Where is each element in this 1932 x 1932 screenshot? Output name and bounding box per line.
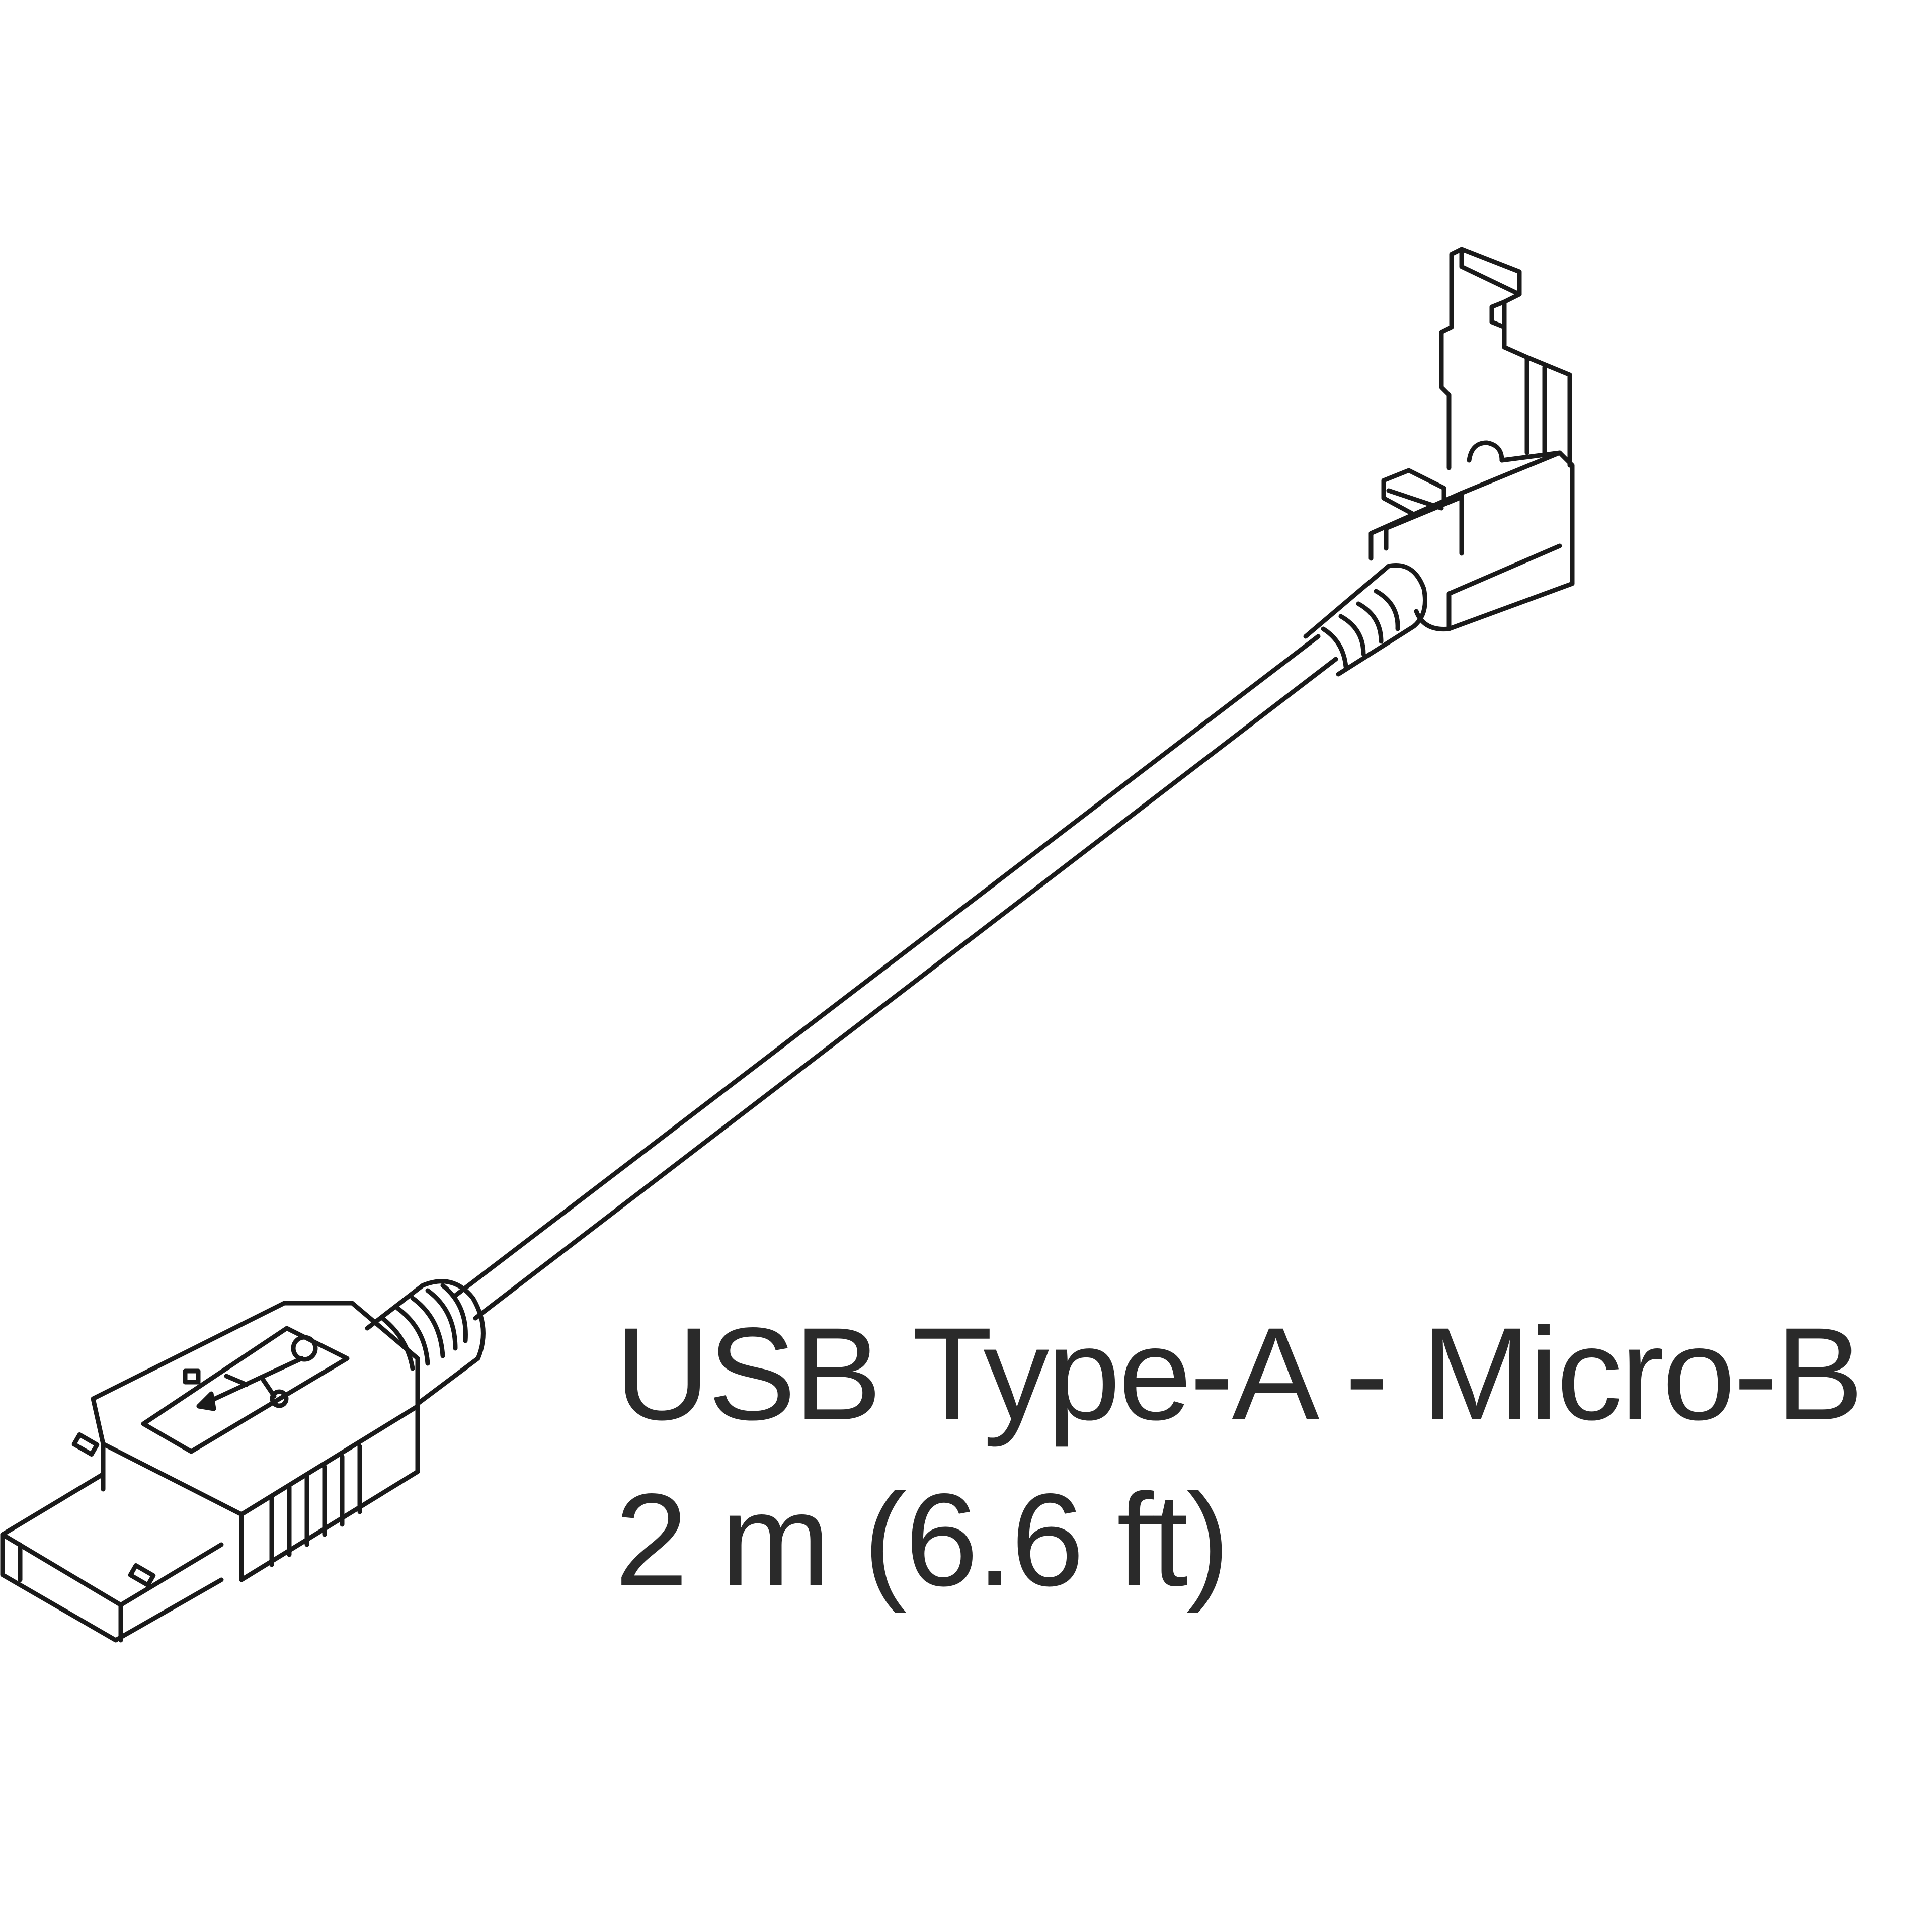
cable-type-label: USB Type-A - Micro-B xyxy=(615,1300,1864,1447)
usb-trident-icon xyxy=(183,1335,318,1411)
usb-a-strain-relief xyxy=(365,1279,486,1406)
usb-a-connector xyxy=(0,1301,420,1643)
micro-b-strain-relief xyxy=(1303,563,1427,677)
cable-length-label: 2 m (6.6 ft) xyxy=(615,1466,1230,1614)
micro-b-connector xyxy=(1369,247,1575,632)
cable xyxy=(453,634,1338,1321)
